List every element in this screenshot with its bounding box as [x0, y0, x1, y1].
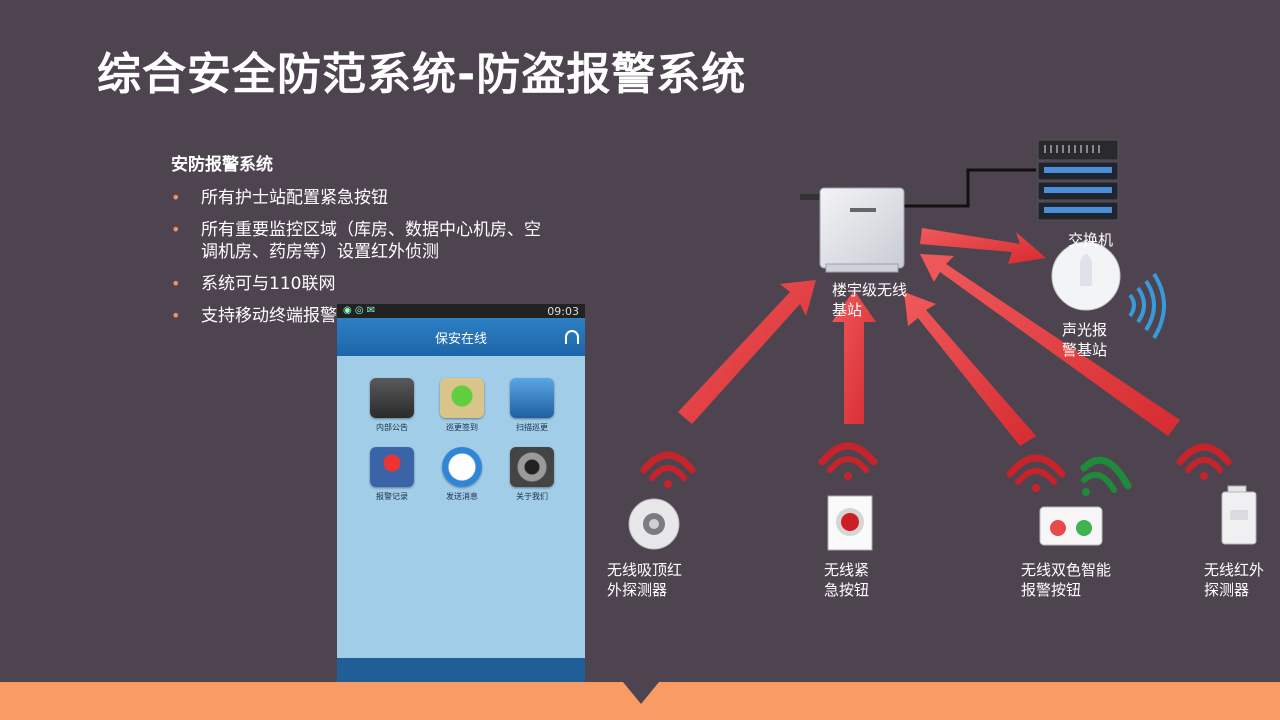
signal-icon-device-3	[1006, 454, 1066, 492]
bullet-item: 系统可与110联网	[171, 273, 551, 295]
gear-icon	[510, 447, 554, 487]
arrow-device-1	[678, 280, 816, 424]
status-time: 09:03	[547, 304, 579, 318]
phone-nav-bar	[337, 658, 585, 686]
base-station-label: 楼宇级无线 基站	[832, 281, 908, 319]
arrow-to-switch	[920, 228, 1046, 264]
phone-app-title: 保安在线	[434, 331, 487, 347]
sound-alarm-station-icon	[1051, 241, 1121, 311]
arrow-device-3	[904, 292, 1036, 446]
sound-wave-icon	[1128, 272, 1166, 340]
arrow-device-2	[832, 290, 876, 424]
phone-status-bar: ◉ ◎ ✉ 09:03	[337, 304, 585, 318]
signal-icon-device-4	[1176, 443, 1232, 480]
status-icons: ◉ ◎ ✉	[343, 305, 376, 316]
device-label: 无线吸顶红 外探测器	[607, 561, 683, 599]
switch-label: 交换机	[1068, 231, 1114, 249]
ceiling-detector-icon	[628, 498, 680, 550]
emergency-button-icon	[827, 495, 873, 551]
scan-icon	[510, 378, 554, 418]
arrow-group	[678, 228, 1180, 446]
app-tile[interactable]: 报警记录	[357, 447, 427, 502]
bullet-item: 支持移动终端报警	[171, 305, 551, 327]
signal-icon-device-1	[640, 451, 696, 488]
app-tile[interactable]: 发送消息	[427, 447, 497, 502]
sound-station-label: 声光报 警基站	[1062, 321, 1108, 359]
device-label: 无线紧 急按钮	[824, 561, 870, 599]
app-tile[interactable]: 内部公告	[357, 378, 427, 433]
bullet-list: 所有护士站配置紧急按钮 所有重要监控区域（库房、数据中心机房、空调机房、药房等）…	[171, 187, 551, 327]
headset-icon[interactable]	[565, 330, 579, 344]
app-tile[interactable]: 关于我们	[497, 447, 567, 502]
phone-screenshot: ◉ ◎ ✉ 09:03 保安在线 内部公告 巡更签到 扫描巡更 报警记录	[337, 304, 585, 686]
device-label: 无线双色智能 报警按钮	[1021, 561, 1112, 599]
message-icon	[442, 447, 482, 487]
app-tile[interactable]: 巡更签到	[427, 378, 497, 433]
checkin-icon	[440, 378, 484, 418]
bullet-section: 安防报警系统 所有护士站配置紧急按钮 所有重要监控区域（库房、数据中心机房、空调…	[171, 150, 551, 337]
signal-icon-green	[1080, 456, 1132, 496]
signal-icon-device-2	[818, 442, 878, 480]
alarm-record-icon	[370, 447, 414, 487]
device-label: 无线红外 探测器	[1204, 561, 1265, 599]
dual-color-button-icon	[1039, 506, 1103, 546]
bullet-item: 所有护士站配置紧急按钮	[171, 187, 551, 209]
arrow-device-4	[920, 254, 1180, 436]
page-title: 综合安全防范系统-防盗报警系统	[97, 49, 747, 100]
app-tile[interactable]: 扫描巡更	[497, 378, 567, 433]
bullet-heading: 安防报警系统	[171, 155, 273, 175]
infrared-detector-icon	[1221, 485, 1257, 545]
base-station-icon	[800, 187, 905, 273]
app-grid: 内部公告 巡更签到 扫描巡更 报警记录 发送消息 关于我们	[357, 378, 567, 502]
switch-rack-icon	[1037, 139, 1119, 221]
network-cable	[902, 168, 1036, 208]
bottom-notch	[623, 682, 659, 704]
phone-app-bar: 保安在线	[337, 318, 585, 356]
bullet-item: 所有重要监控区域（库房、数据中心机房、空调机房、药房等）设置红外侦测	[171, 219, 551, 263]
notice-icon	[370, 378, 414, 418]
